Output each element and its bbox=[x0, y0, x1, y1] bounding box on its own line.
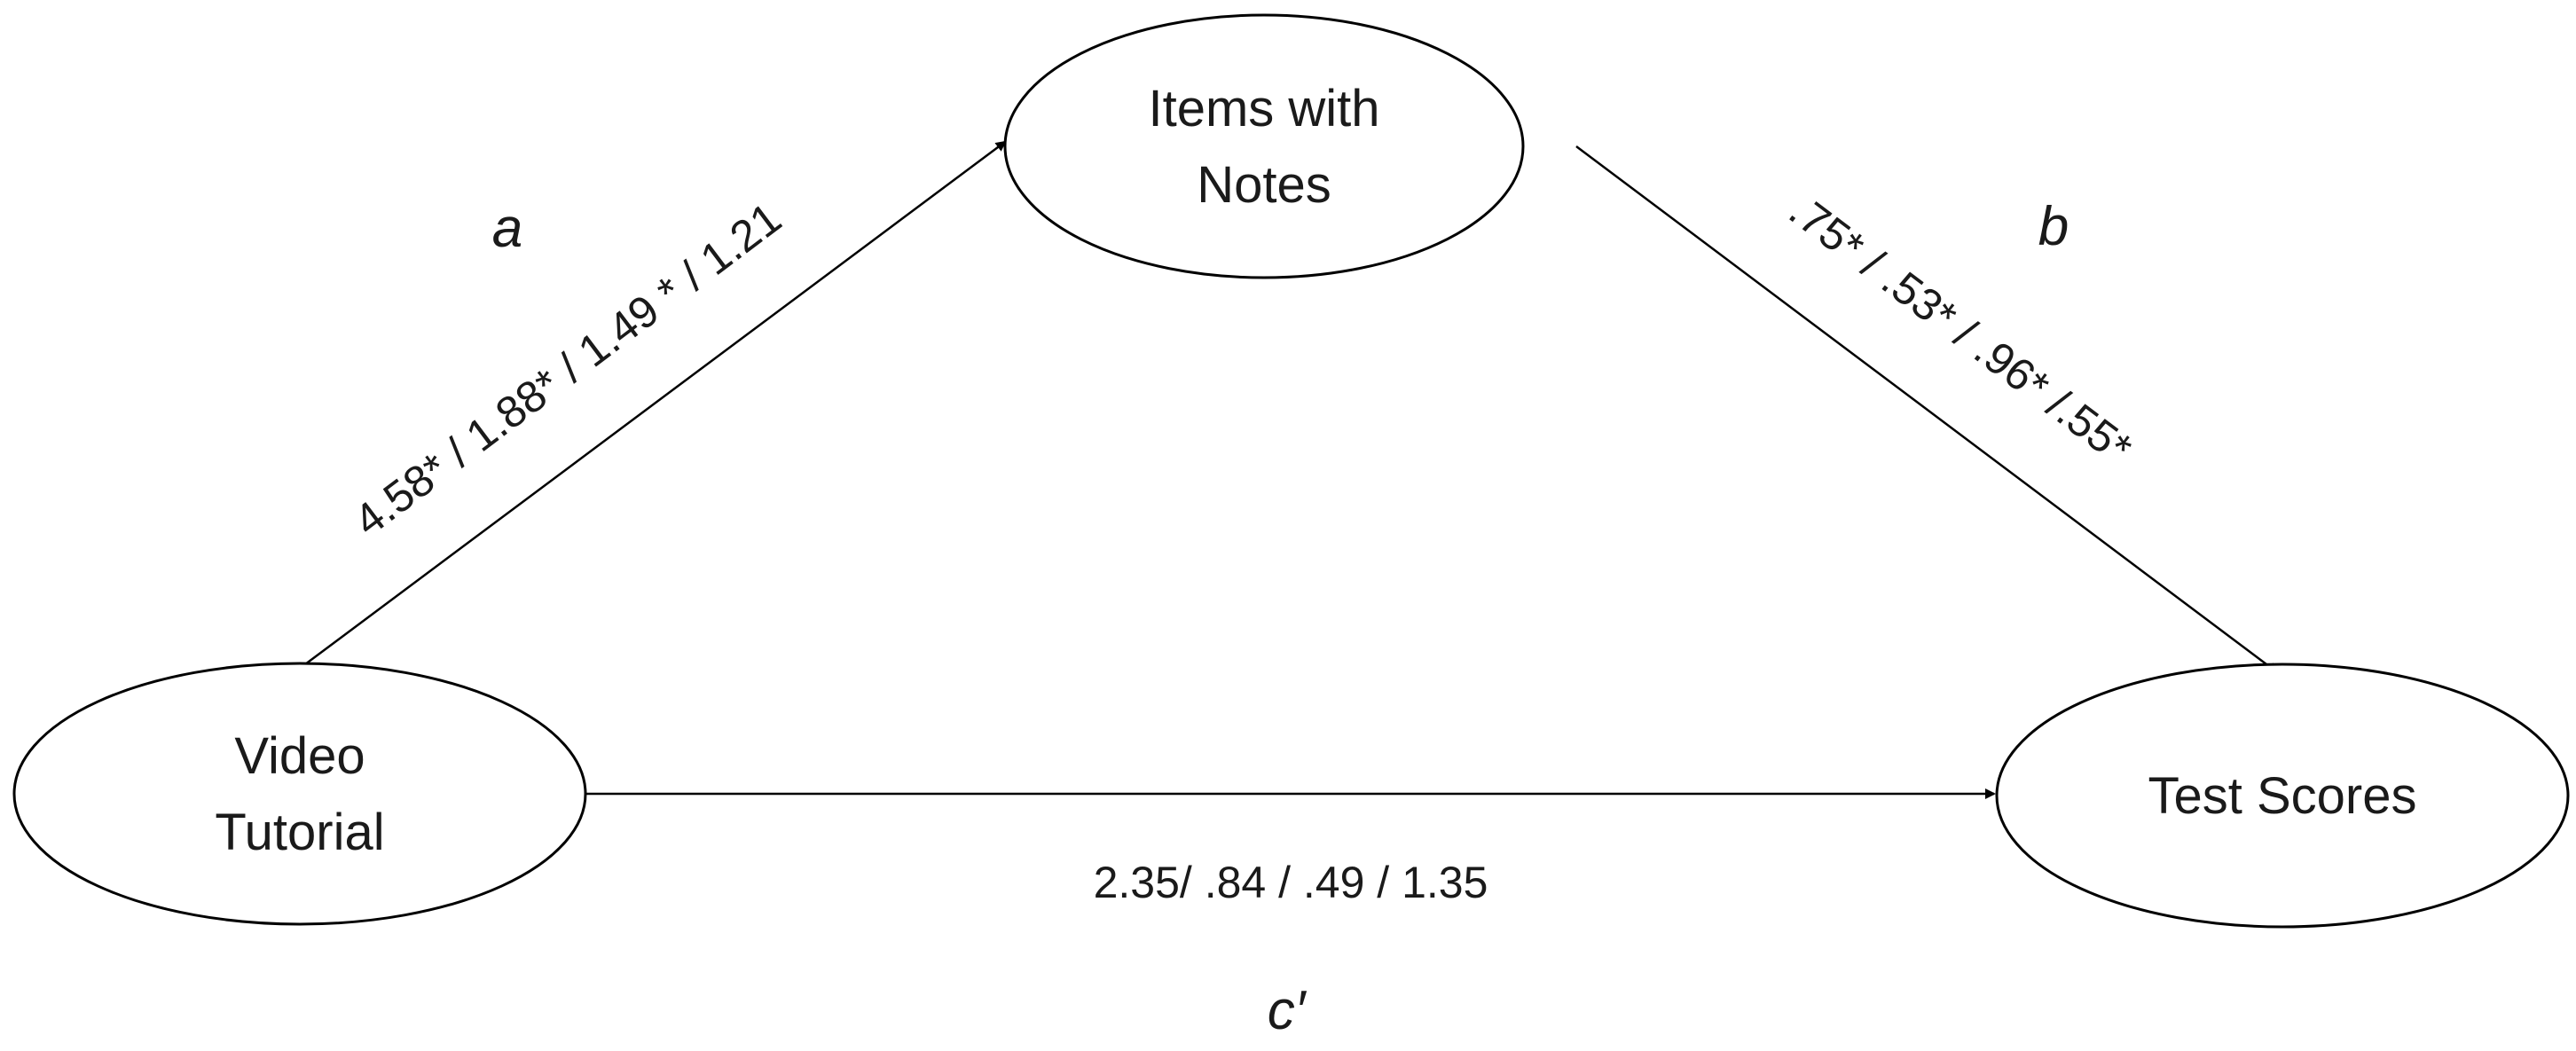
path-a-arrow bbox=[301, 140, 1007, 669]
path-b-letter: b bbox=[2038, 196, 2069, 257]
path-c-prime-coefficients: 2.35/ .84 / .49 / 1.35 bbox=[1094, 858, 1488, 907]
mediator-ellipse bbox=[1003, 13, 1525, 279]
predictor-label-line2: Tutorial bbox=[215, 804, 384, 861]
path-c-prime-letter: c′ bbox=[1268, 980, 1308, 1041]
predictor-ellipse bbox=[12, 662, 587, 926]
path-a-letter: a bbox=[492, 198, 522, 259]
predictor-label-line1: Video bbox=[234, 727, 365, 785]
node-mediator: Items with Notes bbox=[1003, 13, 1525, 279]
path-b-coefficients: .75* / .53* / .96* /.55* bbox=[1780, 185, 2141, 475]
node-predictor: Video Tutorial bbox=[12, 662, 587, 926]
path-a-coefficients: 4.58* / 1.88* / 1.49 * / 1.21 bbox=[345, 193, 790, 546]
mediator-label-line2: Notes bbox=[1197, 156, 1331, 214]
mediator-label-line1: Items with bbox=[1148, 80, 1379, 137]
node-outcome: Test Scores bbox=[1995, 663, 2570, 929]
path-b-arrow bbox=[1575, 145, 2279, 674]
outcome-ellipse bbox=[1995, 663, 2570, 929]
outcome-label: Test Scores bbox=[2148, 767, 2417, 825]
